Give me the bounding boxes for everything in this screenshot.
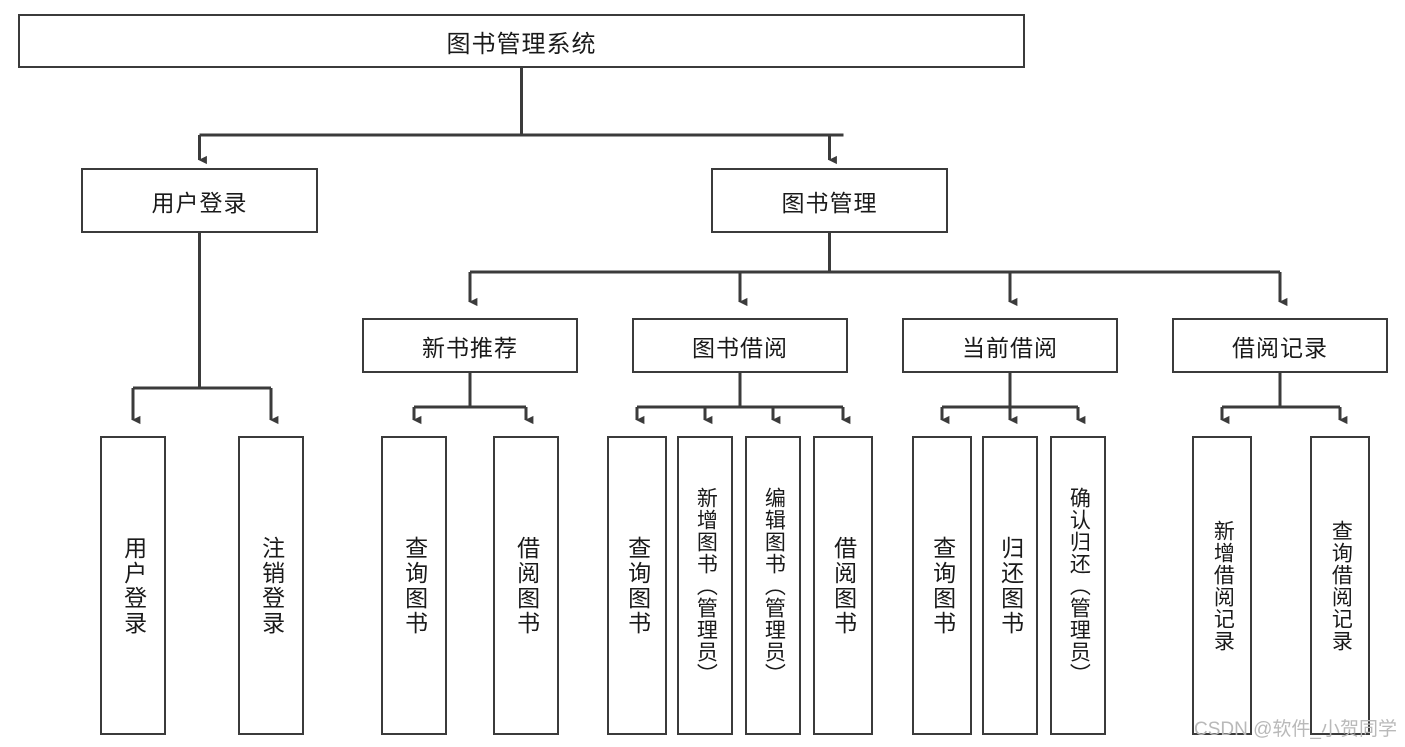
leaf-recommend-query-book[interactable]: 查询图书 [381,436,447,735]
node-user-login-label: 用户登录 [151,189,248,216]
leaf-current-confirm-return-admin[interactable]: 确认归还（管理员） [1050,436,1106,735]
leaf-label: 归还图书 [997,535,1024,636]
leaf-borrow-add-book-admin[interactable]: 新增图书（管理员） [677,436,733,735]
node-new-book-recommend[interactable]: 新书推荐 [362,318,578,373]
leaf-label: 新增图书（管理员） [694,486,718,685]
node-root-label: 图书管理系统 [446,30,597,58]
node-borrow-record-label: 借阅记录 [1232,334,1328,361]
node-user-login[interactable]: 用户登录 [81,168,318,233]
node-book-borrow[interactable]: 图书借阅 [632,318,848,373]
leaf-borrow-query-book[interactable]: 查询图书 [607,436,667,735]
node-book-borrow-label: 图书借阅 [692,334,788,361]
leaf-current-query-book[interactable]: 查询图书 [912,436,972,735]
leaf-label: 新增借阅记录 [1211,519,1235,652]
leaf-label: 查询图书 [624,535,651,636]
leaf-record-query-record[interactable]: 查询借阅记录 [1310,436,1370,735]
watermark: CSDN @软件_小贺同学 [1194,719,1397,740]
node-current-borrow[interactable]: 当前借阅 [902,318,1118,373]
leaf-label: 确认归还（管理员） [1067,486,1091,685]
node-new-book-recommend-label: 新书推荐 [422,334,518,361]
leaf-borrow-edit-book-admin[interactable]: 编辑图书（管理员） [745,436,801,735]
node-book-management[interactable]: 图书管理 [711,168,948,233]
leaf-current-return-book[interactable]: 归还图书 [982,436,1038,735]
leaf-record-add-record[interactable]: 新增借阅记录 [1192,436,1252,735]
leaf-recommend-borrow-book[interactable]: 借阅图书 [493,436,559,735]
node-current-borrow-label: 当前借阅 [962,334,1058,361]
leaf-label: 用户登录 [120,535,147,636]
leaf-label: 注销登录 [258,535,285,636]
node-book-management-label: 图书管理 [781,189,878,216]
leaf-label: 借阅图书 [513,535,540,636]
node-root-system[interactable]: 图书管理系统 [18,14,1025,68]
node-borrow-record[interactable]: 借阅记录 [1172,318,1388,373]
leaf-label: 编辑图书（管理员） [762,486,786,685]
leaf-label: 查询图书 [401,535,428,636]
leaf-label: 查询借阅记录 [1329,519,1353,652]
leaf-label: 借阅图书 [830,535,857,636]
leaf-borrow-borrow-book[interactable]: 借阅图书 [813,436,873,735]
leaf-label: 查询图书 [929,535,956,636]
leaf-user-logout[interactable]: 注销登录 [238,436,304,735]
leaf-user-login-do[interactable]: 用户登录 [100,436,166,735]
